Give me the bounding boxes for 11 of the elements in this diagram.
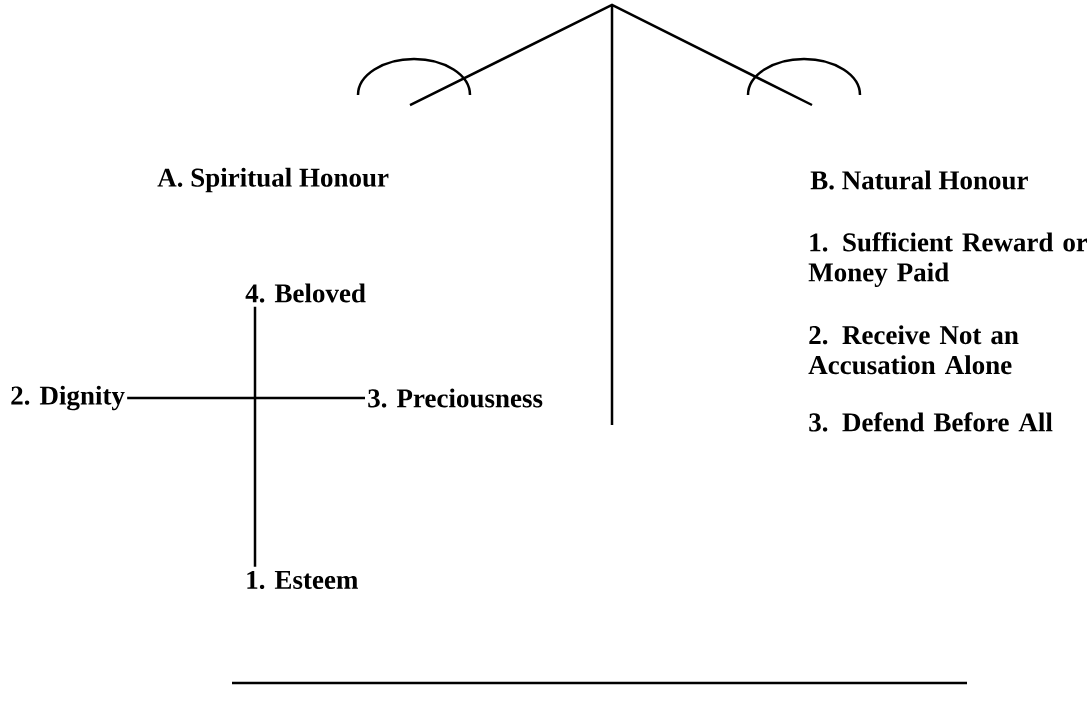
list-item: 2. Receive Not an Accusation Alone (808, 325, 1019, 375)
node-label: B. Natural Honour (810, 170, 1028, 190)
node-label: A. Spiritual Honour (157, 167, 389, 193)
list-item: 1. Sufficient Reward or Money Paid (808, 232, 1087, 288)
list-item: 3. Defend Before All (809, 412, 1053, 432)
node-label: 2. Dignity (11, 385, 125, 411)
node-label: 1. Esteem (247, 570, 358, 590)
connector-line (127, 396, 365, 400)
connector-line (253, 306, 257, 567)
node-label: 4. Beloved (245, 283, 366, 303)
node-label: 3. Preciousness (368, 388, 543, 408)
